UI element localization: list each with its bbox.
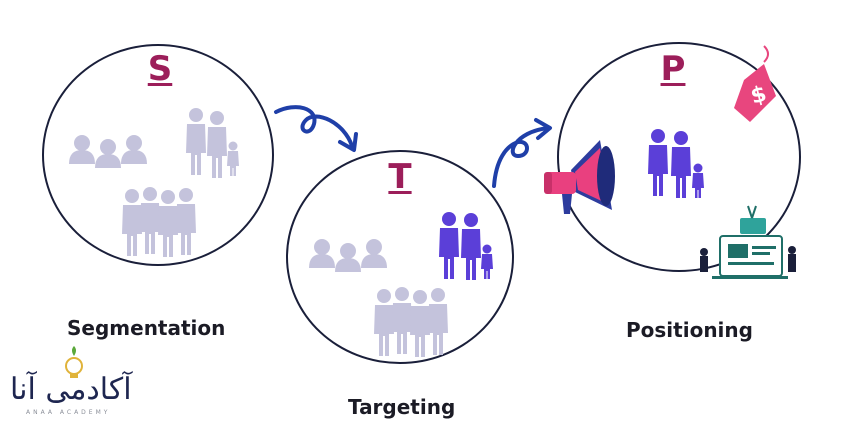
targeting-caption: Targeting	[348, 395, 456, 419]
segmentation-family-icon	[186, 108, 239, 178]
positioning-caption: Positioning	[626, 318, 753, 342]
logo-subtitle: ANAA ACADEMY	[26, 409, 111, 416]
positioning-circle	[557, 42, 801, 272]
targeting-family-icon	[439, 212, 493, 280]
svg-text:$: $	[748, 82, 769, 110]
logo-name: آکادمی آنا	[10, 372, 132, 407]
targeting-letter: T	[388, 157, 412, 197]
arrow-s-to-t-icon	[274, 105, 358, 152]
megaphone-icon	[544, 140, 615, 214]
logo-bulb-icon	[65, 346, 83, 378]
positioning-letter: P	[660, 49, 686, 89]
targeting-group-icon	[374, 287, 448, 357]
segmentation-busts-icon	[69, 135, 147, 168]
targeting-busts-icon	[309, 239, 387, 272]
segmentation-letter: S	[147, 49, 173, 89]
presentation-illustration-icon	[700, 205, 796, 279]
arrow-t-to-p-icon	[492, 118, 552, 188]
segmentation-caption: Segmentation	[67, 316, 226, 340]
positioning-family-icon	[648, 129, 704, 198]
segmentation-group-icon	[122, 187, 196, 257]
price-tag-icon: $	[734, 45, 776, 122]
segmentation-circle	[42, 44, 274, 266]
targeting-circle	[286, 150, 514, 364]
